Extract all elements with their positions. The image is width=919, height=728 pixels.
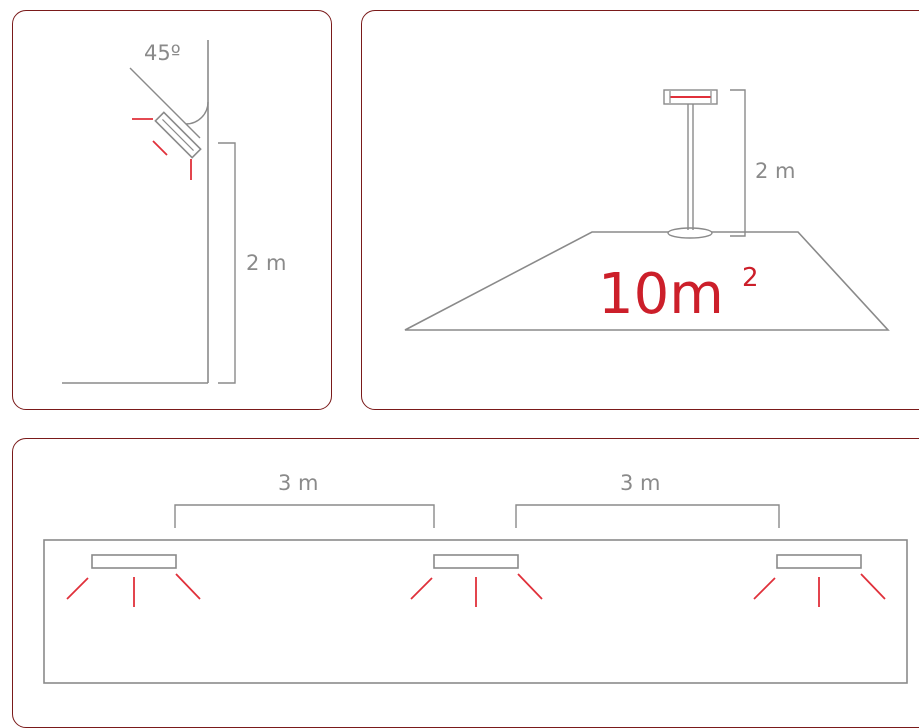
wall-mount-panel	[12, 10, 332, 410]
spacing-bracket-2	[515, 504, 780, 528]
spacing-label-2: 3 m	[620, 471, 661, 495]
angle-guide-line	[129, 67, 201, 139]
floor-area-trapezoid	[404, 231, 890, 331]
ceiling-heater-icon	[776, 554, 862, 569]
area-unit-superscript: 2	[742, 263, 759, 293]
wall-mount-diagram: 45º 2 m	[62, 40, 287, 384]
wall-height-label: 2 m	[246, 251, 287, 275]
wall-heat-rays	[132, 118, 192, 180]
spacing-bracket-1	[174, 504, 435, 528]
height-bracket	[218, 142, 236, 384]
floor-stand-diagram: 2 m 10m 2	[404, 89, 890, 331]
ceiling-heater-3	[753, 554, 886, 607]
installation-diagram: 45º 2 m 2 m 10m 2 3 m	[43, 40, 908, 684]
wall-heater-icon	[154, 111, 202, 159]
ceiling-heater-2	[410, 554, 543, 607]
stand-height-bracket	[730, 89, 746, 237]
heat-rays	[410, 573, 543, 607]
area-value-label: 10m	[598, 262, 724, 327]
ceiling-heater-icon	[433, 554, 519, 569]
stand-heater-icon	[663, 89, 718, 105]
ceiling-heater-icon	[91, 554, 177, 569]
floor-stand-panel	[361, 10, 919, 410]
angle-label: 45º	[144, 41, 181, 65]
spacing-label-1: 3 m	[278, 471, 319, 495]
ceiling-mount-diagram: 3 m 3 m	[43, 471, 908, 684]
heat-rays	[753, 573, 886, 607]
ceiling-heater-1	[66, 554, 201, 607]
angle-arc	[185, 101, 209, 125]
stand-height-label: 2 m	[755, 159, 796, 183]
heat-rays	[66, 573, 201, 607]
stand-base	[667, 227, 713, 239]
